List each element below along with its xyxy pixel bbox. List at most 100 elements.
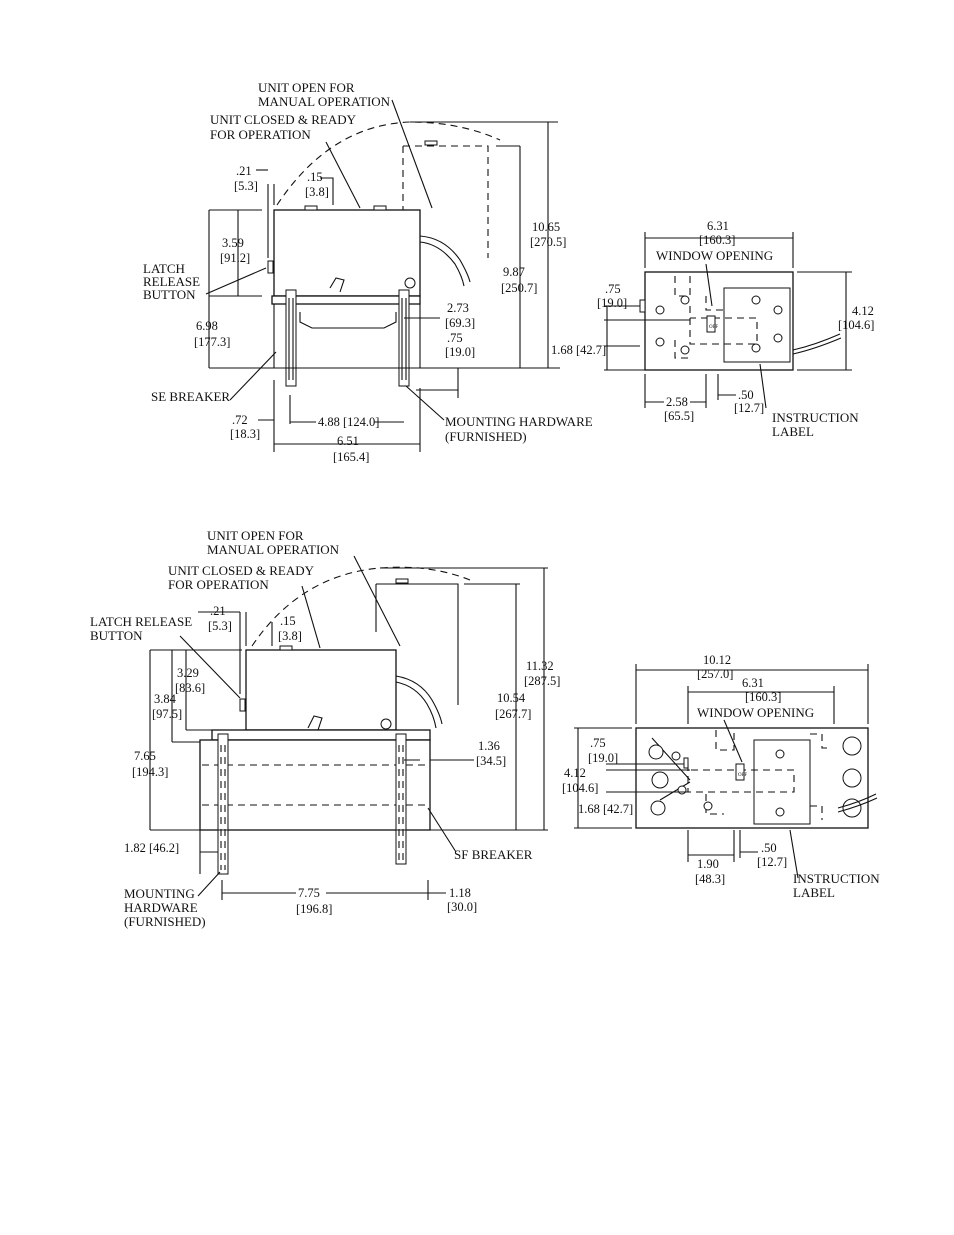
se-latch-label-1: LATCH [143, 261, 185, 276]
sf-dim-136-mm: [34.5] [476, 754, 506, 768]
sf-off-tag-text: OFF [738, 773, 747, 778]
sf-front-dim-50: .50 [761, 841, 777, 855]
se-dim-698-mm: [177.3] [194, 335, 230, 349]
sf-dim-775: 7.75 [298, 886, 320, 900]
sf-instruction-label-2: LABEL [793, 885, 835, 900]
se-front-dim-631: 6.31 [707, 219, 729, 233]
se-window-label: WINDOW OPENING [656, 248, 773, 263]
sf-front-view: OFF 10.12 [257.0] 6.31 [160.3] WINDOW OP… [562, 653, 880, 900]
se-cable [419, 235, 471, 283]
sf-mounting-label-3: (FURNISHED) [124, 914, 206, 929]
sf-front-dim-75: .75 [590, 736, 606, 750]
sf-front-dim-1012-mm: [257.0] [697, 667, 733, 681]
sf-dim-775-mm: [196.8] [296, 902, 332, 916]
se-dim-698: 6.98 [196, 319, 218, 333]
se-screw-5 [751, 295, 761, 305]
sf-front-dim-412: 4.12 [564, 766, 586, 780]
se-front-dim-75: .75 [605, 282, 621, 296]
sf-front-dim-412-mm: [104.6] [562, 781, 598, 795]
se-off-tag-text: OFF [709, 325, 718, 330]
se-latch-button [267, 260, 274, 274]
se-dim-273-mm: [69.3] [445, 316, 475, 330]
sf-dim-15-mm: [3.8] [278, 629, 302, 643]
se-stud-right [398, 289, 410, 387]
sf-dim-136: 1.36 [478, 739, 500, 753]
sf-front-dim-631-mm: [160.3] [745, 690, 781, 704]
se-front-dim-631-mm: [160.3] [699, 233, 735, 247]
sf-front-panel [635, 727, 869, 829]
se-dim-15: .15 [307, 170, 323, 184]
se-screw-6 [751, 343, 761, 353]
sf-hole-4 [842, 736, 862, 756]
se-front-dim-412-mm: [104.6] [838, 318, 874, 332]
se-dim-72-mm: [18.3] [230, 427, 260, 441]
se-unit-closed-box [273, 209, 421, 297]
se-instruction-label-1: INSTRUCTION [772, 410, 859, 425]
se-top-tab-2 [373, 205, 387, 211]
sf-breaker-body [199, 739, 431, 831]
se-dim-21: .21 [236, 164, 252, 178]
sf-dim-21: .21 [210, 604, 226, 618]
se-screw-3 [680, 295, 690, 305]
sf-unit-open-label-1: UNIT OPEN FOR [207, 528, 304, 543]
sf-mounting-label-2: HARDWARE [124, 900, 198, 915]
se-stud-left [285, 289, 297, 387]
se-top-tab-1 [304, 205, 318, 211]
se-front-dim-75-mm: [19.0] [597, 296, 627, 310]
sf-front-dim-190-mm: [48.3] [695, 872, 725, 886]
se-mounting-label-1: MOUNTING HARDWARE [445, 414, 593, 429]
se-dim-1065-mm: [270.5] [530, 235, 566, 249]
sf-unit-closed-label-1: UNIT CLOSED & READY [168, 563, 315, 578]
se-dim-75: .75 [447, 331, 463, 345]
se-dim-72: .72 [232, 413, 248, 427]
se-breaker-label: SE BREAKER [151, 389, 230, 404]
se-dim-488: 4.88 [124.0] [318, 415, 379, 429]
sf-front-dim-631: 6.31 [742, 676, 764, 690]
se-screw-8 [773, 333, 783, 343]
se-instruction-label-2: LABEL [772, 424, 814, 439]
se-dim-359-mm: [91.2] [220, 251, 250, 265]
se-front-dim-50: .50 [738, 388, 754, 402]
sf-dim-15: .15 [280, 614, 296, 628]
sf-swing-arc [251, 566, 471, 647]
sf-side-view: UNIT OPEN FOR MANUAL OPERATION UNIT CLOS… [90, 528, 560, 929]
sf-latch-button [239, 698, 246, 712]
sf-front-dim-50-mm: [12.7] [757, 855, 787, 869]
sf-latch-label-2: BUTTON [90, 628, 143, 643]
se-dim-359: 3.59 [222, 236, 244, 250]
se-front-dim-50-mm: [12.7] [734, 401, 764, 415]
se-dim-21-mm: [5.3] [234, 179, 258, 193]
se-dim-1065: 10.65 [532, 220, 560, 234]
sf-dim-1132-mm: [287.5] [524, 674, 560, 688]
sf-dim-765-mm: [194.3] [132, 765, 168, 779]
sf-front-dim-168: 1.68 [42.7] [578, 802, 633, 816]
se-dim-651-mm: [165.4] [333, 450, 369, 464]
sf-hole-5 [842, 768, 862, 788]
sf-front-cable [837, 793, 877, 809]
se-dim-273: 2.73 [447, 301, 469, 315]
se-mounting-label-2: (FURNISHED) [445, 429, 527, 444]
sf-dim-384-mm: [97.5] [152, 707, 182, 721]
se-dim-987: 9.87 [503, 265, 525, 279]
sf-dim-182: 1.82 [46.2] [124, 841, 179, 855]
se-front-dim-258-mm: [65.5] [664, 409, 694, 423]
sf-dim-329-mm: [83.6] [175, 681, 205, 695]
sf-dim-765: 7.65 [134, 749, 156, 763]
se-front-dim-258: 2.58 [666, 395, 688, 409]
sf-dim-384: 3.84 [154, 692, 177, 706]
sf-hole-3 [650, 800, 666, 816]
sf-off-tag [735, 763, 745, 781]
sf-top-tab [279, 645, 293, 651]
se-unit-closed-label-2: FOR OPERATION [210, 127, 311, 142]
sf-front-dim-1012: 10.12 [703, 653, 731, 667]
sf-mounting-label-1: MOUNTING [124, 886, 195, 901]
sf-dim-1054: 10.54 [497, 691, 526, 705]
se-front-dim-168: 1.68 [42.7] [551, 343, 606, 357]
se-dim-987-mm: [250.7] [501, 281, 537, 295]
sf-dim-1054-mm: [267.7] [495, 707, 531, 721]
sf-instruction-label-1: INSTRUCTION [793, 871, 880, 886]
se-dim-651: 6.51 [337, 434, 359, 448]
sf-dim-329: 3.29 [177, 666, 199, 680]
sf-breaker-label: SF BREAKER [454, 847, 533, 862]
se-side-view: UNIT OPEN FOR MANUAL OPERATION UNIT CLOS… [143, 80, 593, 464]
